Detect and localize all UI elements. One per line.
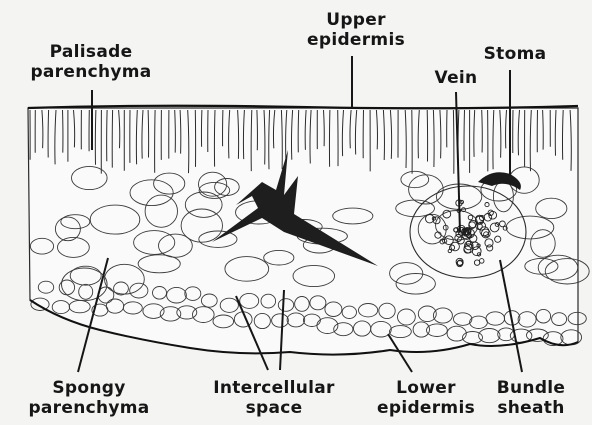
label-bundle-sheath: Bundlesheath — [484, 378, 578, 418]
palisade-cell-wall — [148, 110, 149, 158]
label-lower-epidermis: Lowerepidermis — [372, 378, 480, 418]
palisade-cell-wall — [482, 110, 483, 153]
label-vein: Vein — [420, 68, 492, 88]
palisade-cell-wall — [543, 110, 544, 150]
label-intercellular-space: Intercellularspace — [196, 378, 352, 418]
palisade-cell-wall — [257, 110, 258, 150]
palisade-cell-wall — [95, 110, 96, 165]
label-stoma: Stoma — [470, 44, 560, 64]
palisade-cell-wall — [214, 110, 215, 167]
label-spongy-parenchyma: Spongyparenchyma — [24, 378, 154, 418]
palisade-cell-wall — [48, 110, 49, 158]
palisade-cell-wall — [298, 110, 299, 152]
